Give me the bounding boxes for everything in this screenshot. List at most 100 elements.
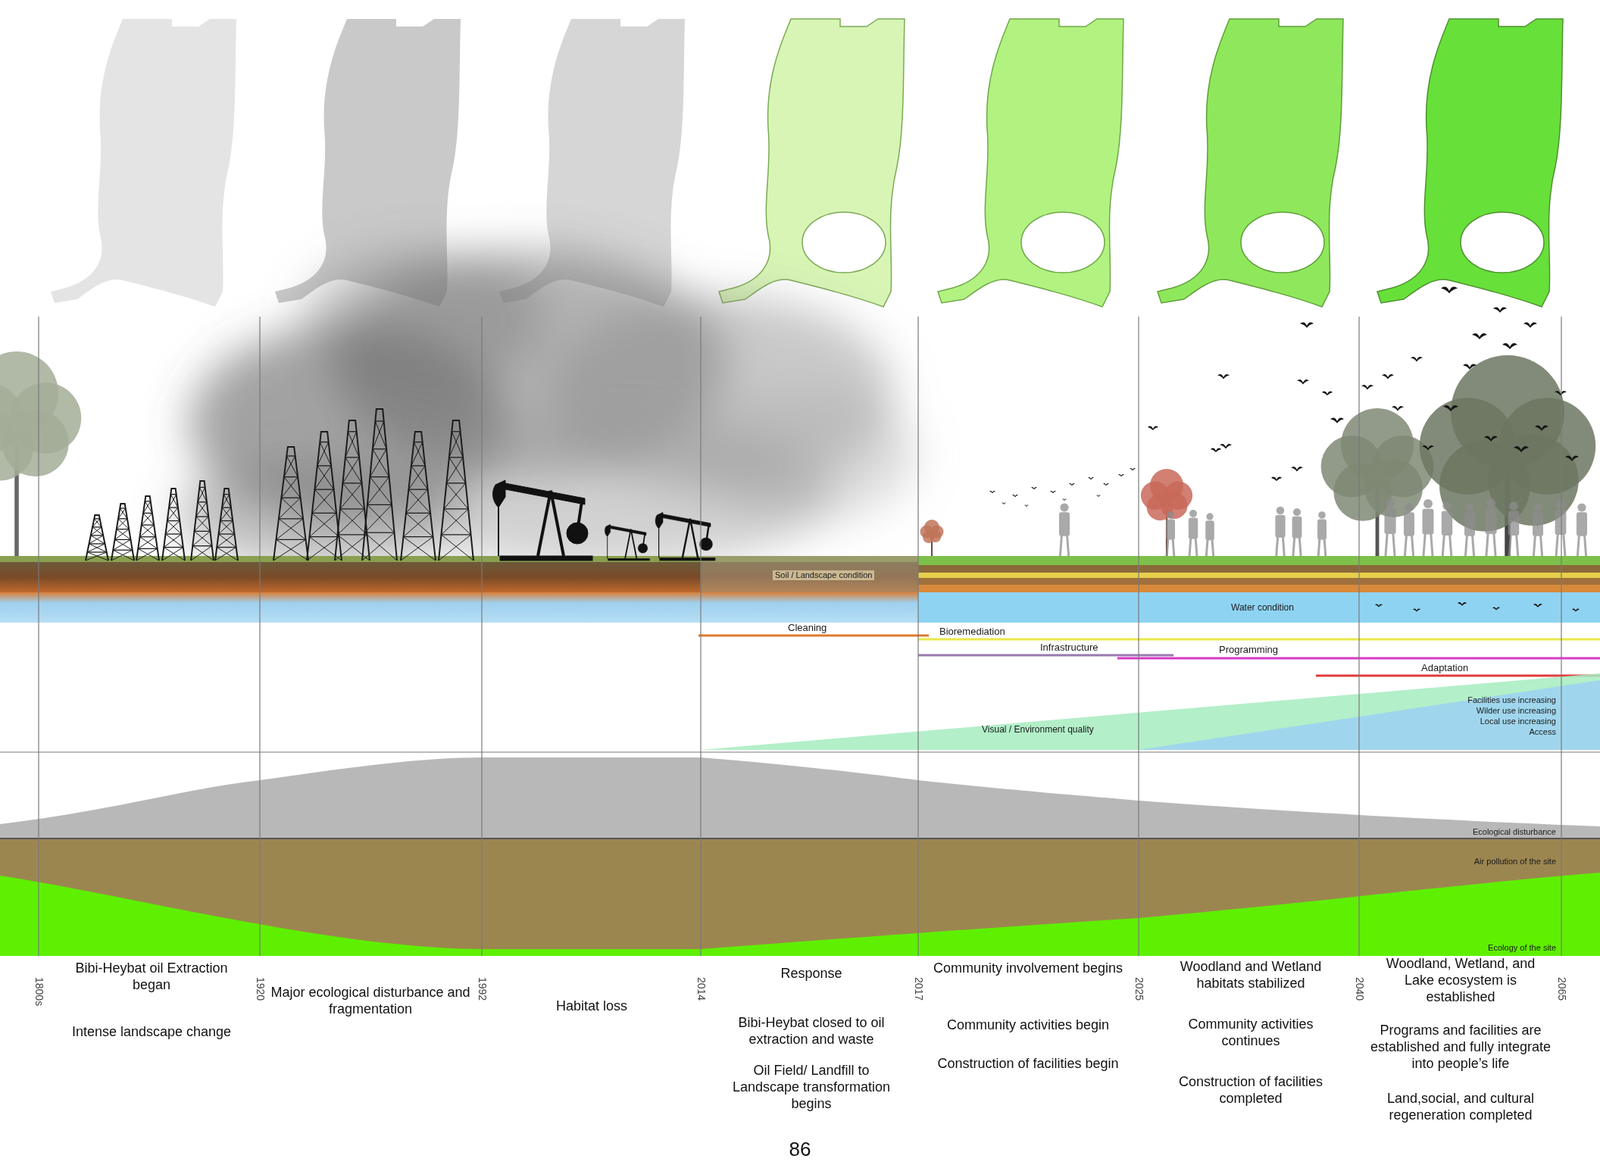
- derrick-brace: [286, 455, 295, 457]
- person-figure: [1441, 501, 1453, 557]
- derrick-brace: [314, 489, 334, 491]
- bird: [1565, 456, 1579, 462]
- person-head: [1276, 506, 1285, 516]
- person-leg: [1584, 534, 1587, 557]
- derrick-brace: [115, 539, 132, 541]
- derrick-brace: [165, 521, 181, 535]
- derrick-brace: [367, 504, 392, 506]
- derrick-brace: [118, 518, 129, 530]
- person-body: [1275, 515, 1285, 538]
- derrick-brace: [162, 547, 184, 561]
- derrick-brace: [111, 550, 133, 561]
- derrick-brace: [369, 449, 387, 478]
- derrick-brace: [140, 537, 158, 550]
- derrick-frame: [215, 488, 238, 561]
- person-head: [1189, 509, 1197, 518]
- derrick-brace: [215, 547, 237, 561]
- derrick-brace: [168, 506, 179, 508]
- person-leg: [1324, 537, 1326, 557]
- person-head: [1533, 503, 1542, 512]
- derrick-brace: [144, 500, 150, 502]
- derrick-brace: [218, 534, 237, 547]
- site-silhouette: [937, 18, 1124, 307]
- lake-outline: [802, 212, 886, 273]
- derrick-brace: [449, 457, 466, 484]
- derrick-brace: [112, 550, 132, 551]
- derrick-brace: [449, 431, 461, 458]
- person-body: [1532, 512, 1544, 537]
- year-label: 1992: [475, 977, 489, 1001]
- derrick-brace: [167, 520, 180, 522]
- bird: [1523, 322, 1538, 329]
- person-body: [1317, 518, 1327, 540]
- derrick-brace: [115, 539, 133, 550]
- derrick-brace: [112, 550, 135, 561]
- phase-description: Intense landscape change: [56, 1024, 247, 1041]
- derrick-brace: [220, 520, 233, 522]
- person-leg: [1318, 537, 1320, 557]
- derrick-brace: [345, 431, 357, 458]
- derrick-brace: [314, 489, 337, 513]
- person-body: [1188, 518, 1198, 540]
- person-body: [1165, 518, 1175, 540]
- derrick-brace: [137, 537, 156, 550]
- derrick-brace: [92, 518, 100, 528]
- phase-description: Programs and facilities are established …: [1369, 1022, 1552, 1073]
- derrick-brace: [119, 508, 128, 519]
- pumpjack-rod: [497, 507, 500, 557]
- year-line: [1358, 316, 1360, 957]
- person-head: [1385, 498, 1395, 508]
- derrick-brace: [116, 528, 129, 530]
- ground-section: [0, 556, 1600, 623]
- phase-bars: [698, 635, 1600, 676]
- bird: [1096, 495, 1101, 497]
- derrick-brace: [192, 545, 212, 547]
- derrick-brace: [312, 512, 337, 514]
- derrick-brace: [167, 507, 179, 521]
- derrick-brace: [342, 483, 365, 510]
- person-body: [1555, 509, 1567, 535]
- tree: [1419, 355, 1597, 557]
- derrick-brace: [306, 537, 340, 561]
- bird: [1533, 603, 1543, 608]
- year-line: [1137, 316, 1139, 957]
- derrick-brace: [197, 501, 207, 503]
- derrick-brace: [375, 421, 387, 450]
- derrick-brace: [140, 536, 157, 538]
- derrick-brace: [92, 526, 102, 528]
- year-label: 1920: [253, 977, 267, 1001]
- year-line: [917, 316, 919, 957]
- bird: [1484, 436, 1498, 442]
- derrick-brace: [165, 533, 182, 535]
- derrick-brace: [345, 456, 360, 458]
- derrick-brace: [216, 547, 238, 561]
- derrick-brace: [312, 512, 340, 537]
- derrick-brace: [192, 531, 210, 546]
- derrick-brace: [87, 551, 107, 553]
- derrick-brace: [221, 494, 230, 508]
- derrick-brace: [284, 477, 301, 499]
- derrick-brace: [364, 504, 392, 533]
- derrick-brace: [451, 431, 460, 432]
- derrick-brace: [112, 539, 131, 550]
- person-figure: [1384, 498, 1396, 557]
- bird: [1068, 483, 1075, 486]
- phase-description: Bibi-Heybat closed to oil extraction and…: [720, 1015, 903, 1049]
- chart-label: Local use increasing: [1480, 716, 1557, 727]
- bird: [1290, 466, 1304, 472]
- derrick-brace: [403, 536, 433, 538]
- bird: [989, 490, 996, 494]
- derrick-brace: [140, 525, 155, 538]
- derrick-brace: [284, 456, 296, 478]
- person-head: [1577, 503, 1586, 512]
- phase-description: Oil Field/ Landfill to Landscape transfo…: [720, 1062, 903, 1113]
- derrick-brace: [220, 521, 235, 535]
- bird: [1457, 602, 1467, 607]
- person-body: [1292, 516, 1303, 539]
- year-line: [1560, 316, 1562, 957]
- derrick-brace: [197, 487, 206, 502]
- bird: [1471, 333, 1488, 340]
- person-figure: [1403, 503, 1415, 557]
- derrick-brace: [314, 465, 332, 490]
- oil-derrick: [85, 515, 109, 561]
